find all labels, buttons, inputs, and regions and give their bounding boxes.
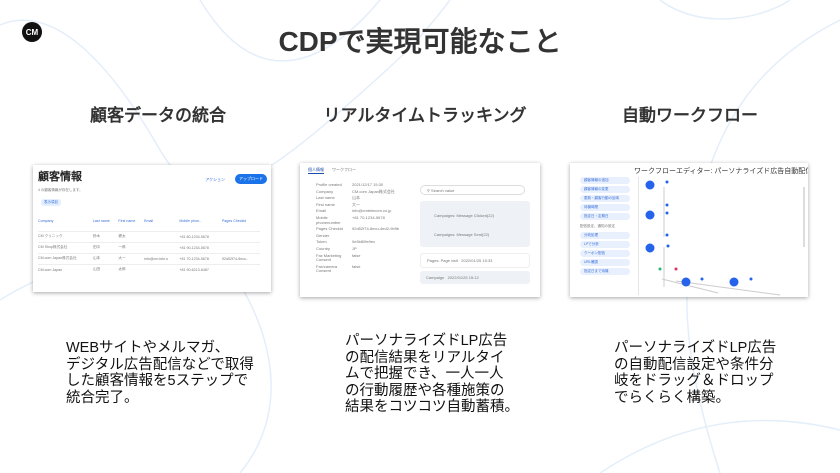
description-auto-workflow: パーソナライズドLP広告 の自動配信設定や条件分 岐をドラッグ＆ドロップ でらく… bbox=[614, 340, 777, 406]
filter-chip: 表示項目 bbox=[41, 199, 61, 206]
workflow-sidebar: 顧客情報の追加顧客情報の変更更新・顧客行動の反映待機時間指定日・定期日 配信設定… bbox=[580, 177, 630, 277]
customer-title: 顧客情報 bbox=[38, 171, 82, 183]
workflow-title: ワークフローエディター: パーソナライズド広告自動配信 bbox=[634, 168, 808, 175]
heading-realtime-tracking: リアルタイムトラッキング bbox=[323, 106, 527, 125]
customer-count: 4 の顧客情報が存在します。 bbox=[38, 188, 83, 192]
event-row: Pages: Page visit 2022/01/25 15:33 bbox=[420, 253, 530, 268]
workflow-editor-screenshot: ワークフローエディター: パーソナライズド広告自動配信 顧客情報の追加顧客情報の… bbox=[570, 163, 808, 297]
search-input: ⚲ Search value bbox=[420, 185, 525, 195]
customer-info-screenshot: 顧客情報 4 の顧客情報が存在します。 表示項目 アクション アップロード Co… bbox=[33, 165, 271, 292]
action-menu: アクション bbox=[205, 177, 225, 182]
profile-field: Gender bbox=[316, 232, 330, 238]
cm-logo: CM bbox=[22, 22, 42, 42]
workflow-canvas bbox=[638, 177, 805, 296]
heading-auto-workflow: 自動ワークフロー bbox=[622, 106, 758, 125]
event-row: Campaign 2022/01/25 15:12 bbox=[420, 271, 530, 284]
profile-field: Mobile phonenumber+81 70-1234-5678 bbox=[316, 214, 385, 225]
table-row: CM クリニック鈴木健太+81 80-1234-5678 bbox=[38, 230, 260, 242]
upload-button: アップロード bbox=[235, 174, 267, 184]
tab-personal-info: 個人情報 bbox=[308, 167, 324, 174]
table-row: CM Shop株式会社田中一郎+81 90-1234-5678 bbox=[38, 241, 260, 253]
heading-customer-integration: 顧客データの統合 bbox=[90, 106, 226, 125]
page-title: CDPで実現可能なこと bbox=[278, 26, 562, 57]
description-realtime-tracking: パーソナライズドLP広告 の配信結果をリアルタイ ムで把握でき、一人一人 の行動… bbox=[345, 333, 519, 415]
description-customer-integration: WEBサイトやメルマガ、 デジタル広告配信などで取得 した顧客情報を5ステップで… bbox=[66, 340, 254, 406]
event-group: Campaigns: Message Clicked(22) Campaigns… bbox=[420, 201, 530, 247]
tab-workflow: ワークフロー bbox=[332, 167, 356, 172]
